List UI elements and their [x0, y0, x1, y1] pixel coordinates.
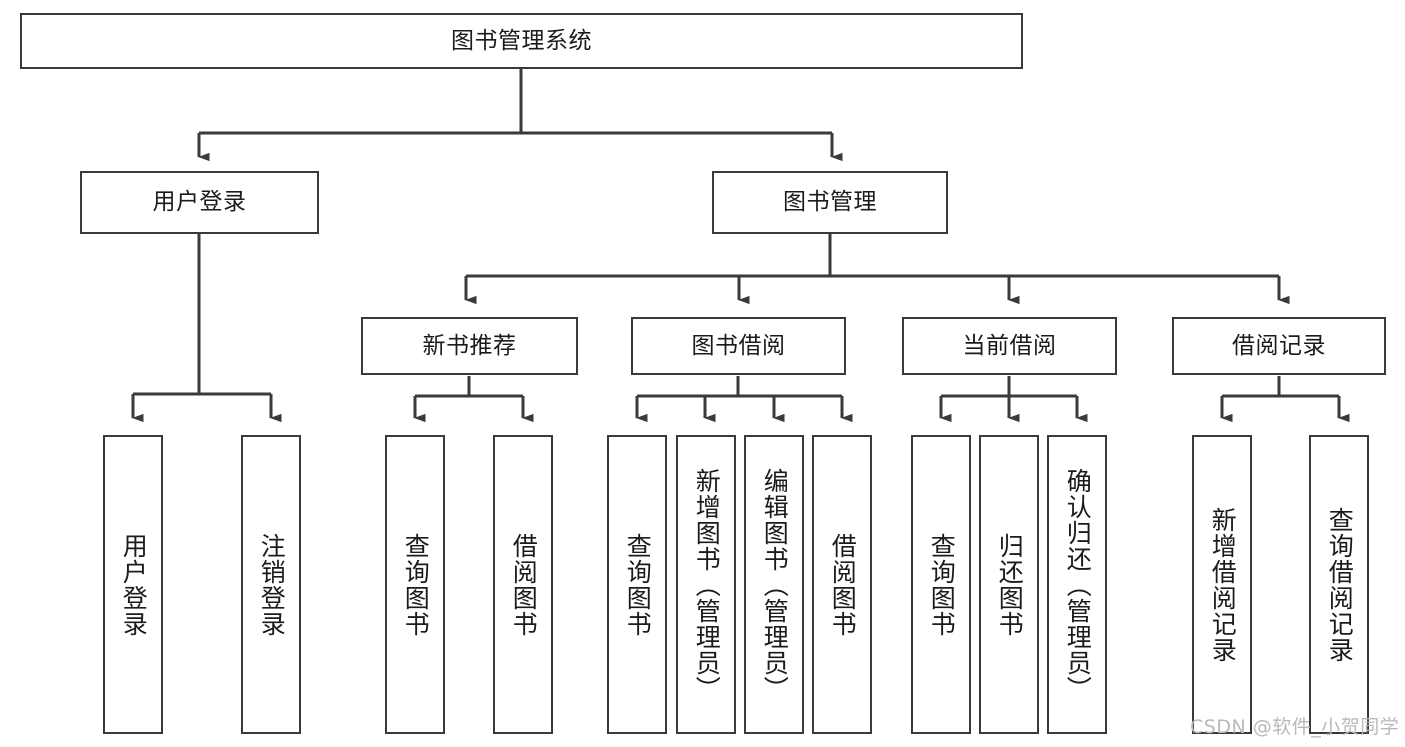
node-new-book-recommend[interactable]: 新书推荐	[361, 317, 578, 375]
node-label: 新书推荐	[422, 332, 517, 359]
leaf-add-borrow-record[interactable]: 新增借阅记录	[1192, 435, 1252, 734]
node-label: 查询图书	[401, 532, 431, 637]
leaf-query-book-current[interactable]: 查询图书	[911, 435, 971, 734]
node-book-borrow[interactable]: 图书借阅	[631, 317, 846, 375]
node-label: 借阅图书	[509, 532, 539, 637]
node-borrow-record[interactable]: 借阅记录	[1172, 317, 1386, 375]
node-label: 借阅记录	[1232, 332, 1326, 359]
node-label: 图书管理系统	[451, 27, 592, 54]
node-label: 归还图书	[995, 532, 1025, 637]
leaf-confirm-return-admin[interactable]: 确认归还（管理员）	[1047, 435, 1107, 734]
node-root-system[interactable]: 图书管理系统	[20, 13, 1023, 69]
node-current-borrow[interactable]: 当前借阅	[902, 317, 1117, 375]
leaf-edit-book-admin[interactable]: 编辑图书（管理员）	[744, 435, 804, 734]
leaf-user-login[interactable]: 用户登录	[103, 435, 163, 734]
node-label: 图书管理	[783, 189, 877, 216]
node-label: 用户登录	[152, 189, 247, 216]
node-label: 用户登录	[119, 532, 149, 637]
node-label: 新增借阅记录	[1208, 506, 1238, 663]
node-label: 当前借阅	[962, 332, 1057, 359]
leaf-logout[interactable]: 注销登录	[241, 435, 301, 734]
node-user-login[interactable]: 用户登录	[80, 171, 319, 234]
node-label: 图书借阅	[691, 332, 786, 359]
leaf-add-book-admin[interactable]: 新增图书（管理员）	[676, 435, 736, 734]
node-label: 查询图书	[623, 532, 653, 637]
watermark: CSDN @软件_小贺同学	[1190, 716, 1400, 738]
node-label: 新增图书（管理员）	[692, 467, 722, 702]
leaf-return-book[interactable]: 归还图书	[979, 435, 1039, 734]
leaf-query-borrow-record[interactable]: 查询借阅记录	[1309, 435, 1369, 734]
leaf-borrow-book-recommend[interactable]: 借阅图书	[493, 435, 553, 734]
node-label: 编辑图书（管理员）	[760, 467, 790, 702]
leaf-query-book-recommend[interactable]: 查询图书	[385, 435, 445, 734]
node-label: 查询借阅记录	[1325, 506, 1355, 663]
node-book-management[interactable]: 图书管理	[712, 171, 948, 234]
node-label: 确认归还（管理员）	[1063, 467, 1093, 702]
leaf-query-book-borrow[interactable]: 查询图书	[607, 435, 667, 734]
leaf-borrow-book[interactable]: 借阅图书	[812, 435, 872, 734]
node-label: 注销登录	[257, 532, 287, 637]
node-label: 借阅图书	[828, 532, 858, 637]
node-label: 查询图书	[927, 532, 957, 637]
